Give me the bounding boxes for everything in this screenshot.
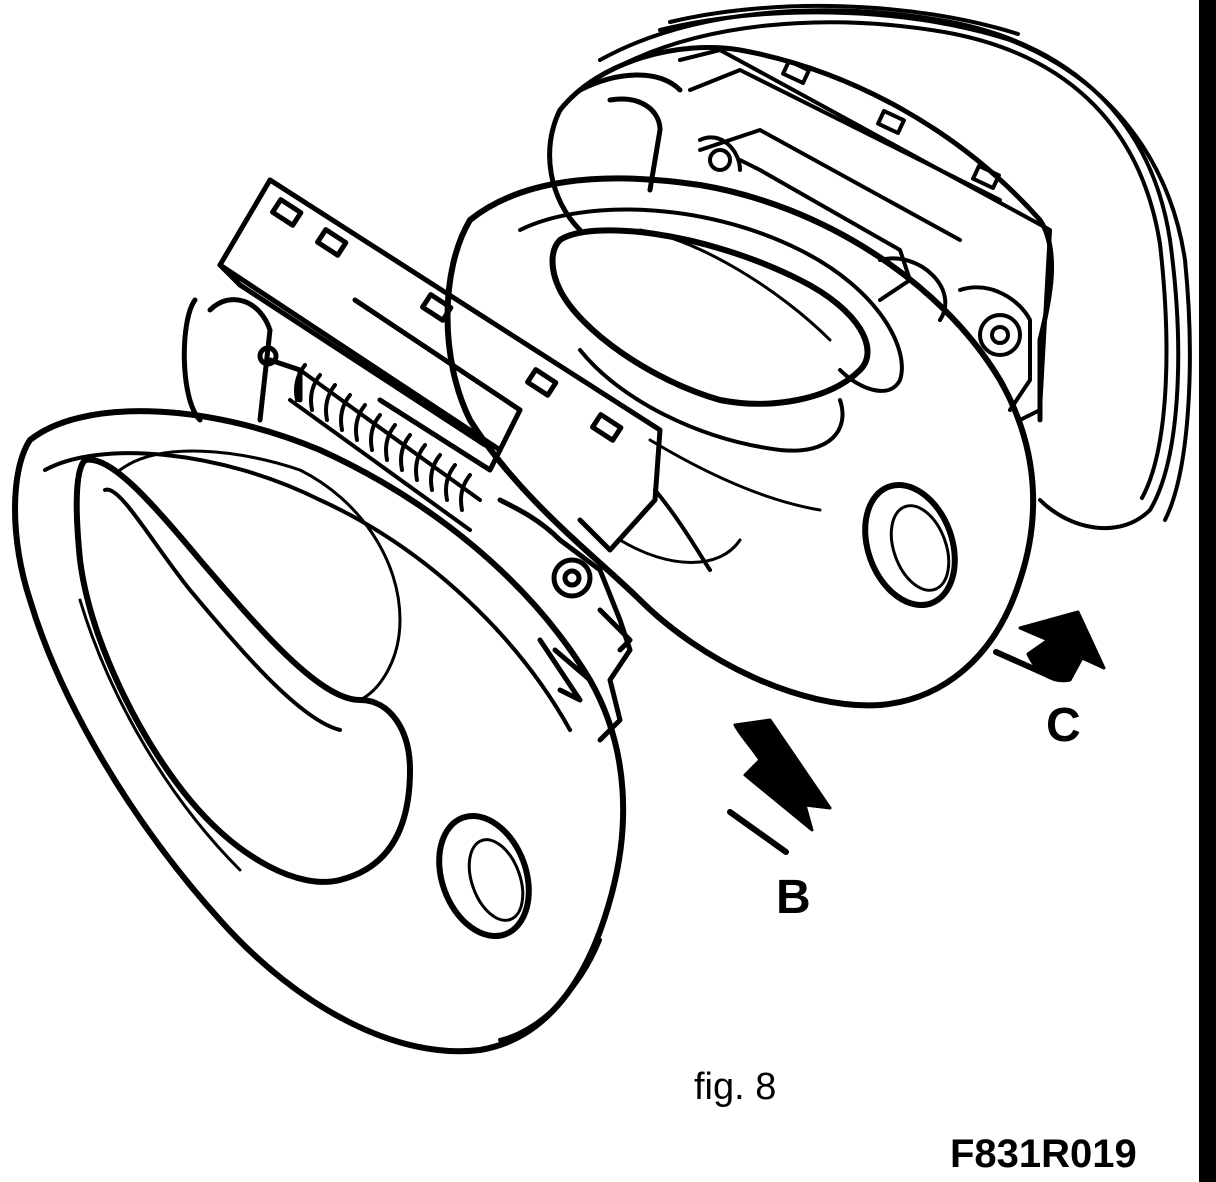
figure-caption: fig. 8	[694, 1066, 777, 1108]
right-edge-bar	[1199, 0, 1216, 1182]
rear-latch-mechanism	[678, 48, 1052, 422]
arrow-b-icon	[727, 718, 832, 855]
arrow-label-c: C	[1046, 699, 1081, 752]
front-handle-bezel	[12, 408, 627, 1055]
return-spring	[288, 363, 482, 532]
middle-handle-bezel	[444, 175, 1037, 709]
arrow-label-b: B	[776, 871, 811, 924]
arrow-c-icon	[993, 610, 1106, 683]
lever-pivot	[497, 497, 633, 743]
front-latch-mechanism	[181, 177, 663, 553]
rear-housing	[547, 45, 1055, 423]
reference-code: F831R019	[950, 1132, 1137, 1176]
rear-gasket	[598, 3, 1192, 531]
